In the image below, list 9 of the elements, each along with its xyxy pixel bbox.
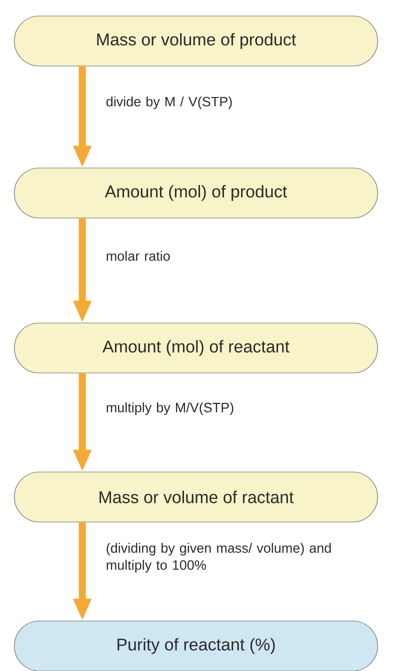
process-box: Mass or volume of ractant — [14, 472, 378, 522]
process-box: Purity of reactant (%) — [14, 620, 378, 671]
process-box: Mass or volume of product — [14, 16, 378, 66]
process-box: Amount (mol) of reactant — [14, 322, 378, 374]
edge-label: molar ratio — [106, 250, 170, 261]
process-box: Amount (mol) of product — [14, 168, 378, 218]
edge-label: multiply by M/V(STP) — [106, 402, 234, 416]
edge-label: divide by M / V(STP) — [106, 96, 232, 110]
edge-label: (dividing by given mass/ volume) and multiply to 100% — [106, 542, 331, 573]
